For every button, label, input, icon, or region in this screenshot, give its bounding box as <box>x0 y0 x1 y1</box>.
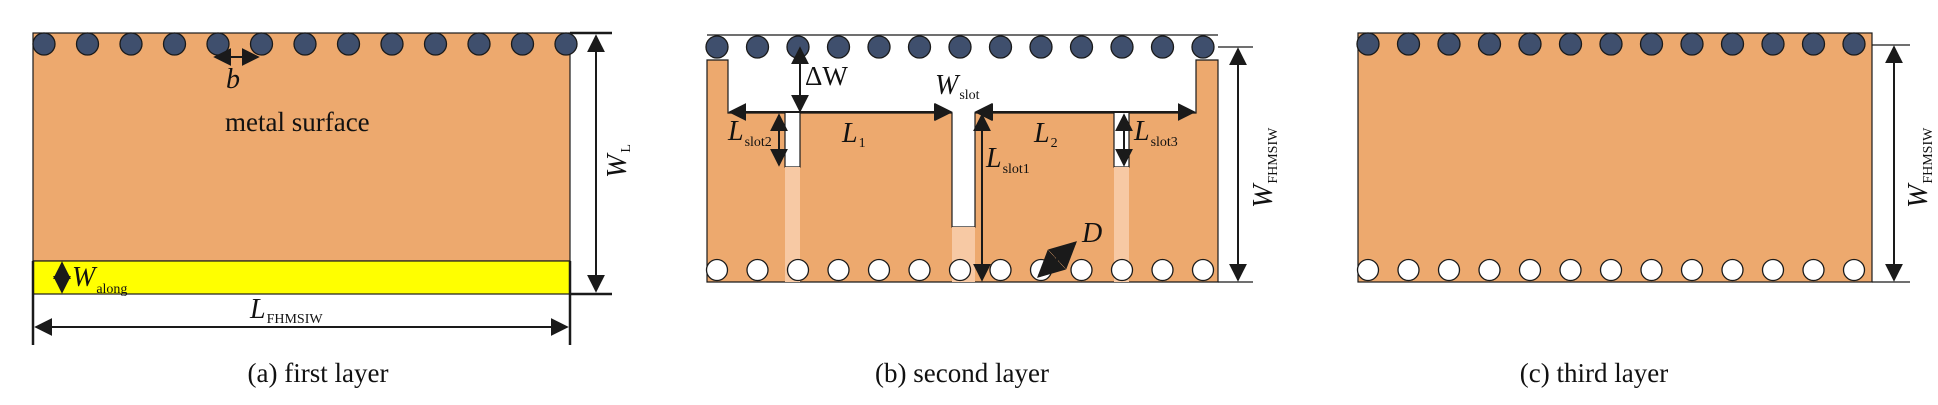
metallic-via <box>1477 32 1502 56</box>
open-via <box>1478 258 1501 282</box>
open-via <box>746 258 769 282</box>
metallic-via <box>1518 32 1542 56</box>
open-via <box>989 258 1012 282</box>
panel-a-first-layer: b metal surface WL Walong LFHMSIW (a) fi… <box>31 31 634 388</box>
metallic-via <box>1191 35 1215 59</box>
open-via <box>908 258 931 282</box>
metallic-via <box>162 32 187 56</box>
metallic-via <box>336 32 361 56</box>
via-row-top <box>32 32 578 56</box>
via-row-top <box>705 35 1215 59</box>
open-via <box>1356 258 1380 282</box>
open-via <box>1151 258 1174 282</box>
open-via <box>827 258 850 282</box>
wf-b-label: WFHMSIW <box>1248 127 1281 208</box>
metallic-via <box>1150 35 1175 59</box>
l2-label: L2 <box>1033 118 1058 151</box>
lslot2-label: Lslot2 <box>727 116 772 150</box>
open-via <box>1559 258 1582 282</box>
metallic-via <box>1801 32 1826 56</box>
lf-label: LFHMSIW <box>249 294 323 327</box>
open-via <box>1721 258 1744 282</box>
slot3-extension <box>1114 167 1129 282</box>
metallic-via <box>1842 32 1866 56</box>
metallic-via <box>119 32 143 56</box>
walong-label: Walong <box>72 262 127 297</box>
metallic-via <box>1356 32 1380 56</box>
panel-b-second-layer: ΔW Wslot L1 L2 Lslot2 Lslot1 Lslot3 D WF… <box>705 34 1281 388</box>
metallic-via <box>786 35 810 59</box>
metallic-via <box>1029 35 1053 59</box>
open-via <box>1397 258 1420 282</box>
open-via <box>1761 258 1785 282</box>
metal-surface <box>32 32 571 262</box>
lslot3-label: Lslot3 <box>1133 116 1178 150</box>
open-via <box>1070 258 1093 282</box>
d-label: D <box>1081 218 1102 249</box>
metallic-via <box>32 32 56 56</box>
metallic-via <box>867 35 891 59</box>
metallic-via <box>423 32 448 56</box>
open-via <box>867 258 891 282</box>
metallic-via <box>948 35 972 59</box>
metallic-via <box>988 35 1013 59</box>
metal-surface-label: metal surface <box>225 107 370 137</box>
metallic-via <box>1437 32 1461 56</box>
via-row-top <box>1356 32 1866 56</box>
metallic-via <box>1599 32 1623 56</box>
metallic-via <box>1680 32 1704 56</box>
wslot-label: Wslot <box>935 70 980 103</box>
metallic-via <box>1110 35 1134 59</box>
metallic-via <box>1396 32 1421 56</box>
metallic-via <box>1761 32 1785 56</box>
metallic-via <box>1069 35 1094 59</box>
open-via <box>1802 258 1825 282</box>
along-strip <box>32 260 571 295</box>
l1-label: L1 <box>841 118 866 151</box>
metallic-via <box>293 32 317 56</box>
open-via <box>1110 258 1134 282</box>
caption-b: (b) second layer <box>875 358 1049 388</box>
metallic-via <box>745 35 770 59</box>
wf-c-label: WFHMSIW <box>1903 127 1936 208</box>
metallic-via <box>249 32 274 56</box>
caption-a: (a) first layer <box>248 358 389 388</box>
caption-c: (c) third layer <box>1520 358 1668 388</box>
open-via <box>1680 258 1704 282</box>
metallic-via <box>75 32 100 56</box>
metallic-via <box>510 32 535 56</box>
open-via <box>948 258 972 282</box>
metallic-via <box>826 35 851 59</box>
lslot1-label: Lslot1 <box>985 143 1030 177</box>
slot2-extension <box>785 167 800 282</box>
open-via <box>705 258 729 282</box>
open-via <box>1518 258 1542 282</box>
open-via <box>1842 258 1866 282</box>
delta-w-label: ΔW <box>805 61 848 91</box>
metallic-via <box>1558 32 1583 56</box>
metallic-via <box>1720 32 1745 56</box>
open-via <box>786 258 810 282</box>
d-dimension-arrow <box>1037 241 1077 278</box>
via-row-bottom <box>1356 258 1866 282</box>
open-via <box>1437 258 1461 282</box>
metallic-via <box>1639 32 1664 56</box>
metallic-via <box>705 35 729 59</box>
panel-c-third-layer: WFHMSIW (c) third layer <box>1356 32 1936 388</box>
open-via <box>1029 258 1053 282</box>
metallic-via <box>907 35 932 59</box>
metallic-via <box>206 32 230 56</box>
wl-label: WL <box>602 144 634 178</box>
metallic-via <box>554 32 578 56</box>
b-label: b <box>226 64 240 95</box>
open-via <box>1599 258 1623 282</box>
metallic-via <box>467 32 491 56</box>
metallic-via <box>380 32 404 56</box>
open-via <box>1640 258 1663 282</box>
third-layer-copper <box>1357 32 1873 283</box>
open-via <box>1191 258 1215 282</box>
